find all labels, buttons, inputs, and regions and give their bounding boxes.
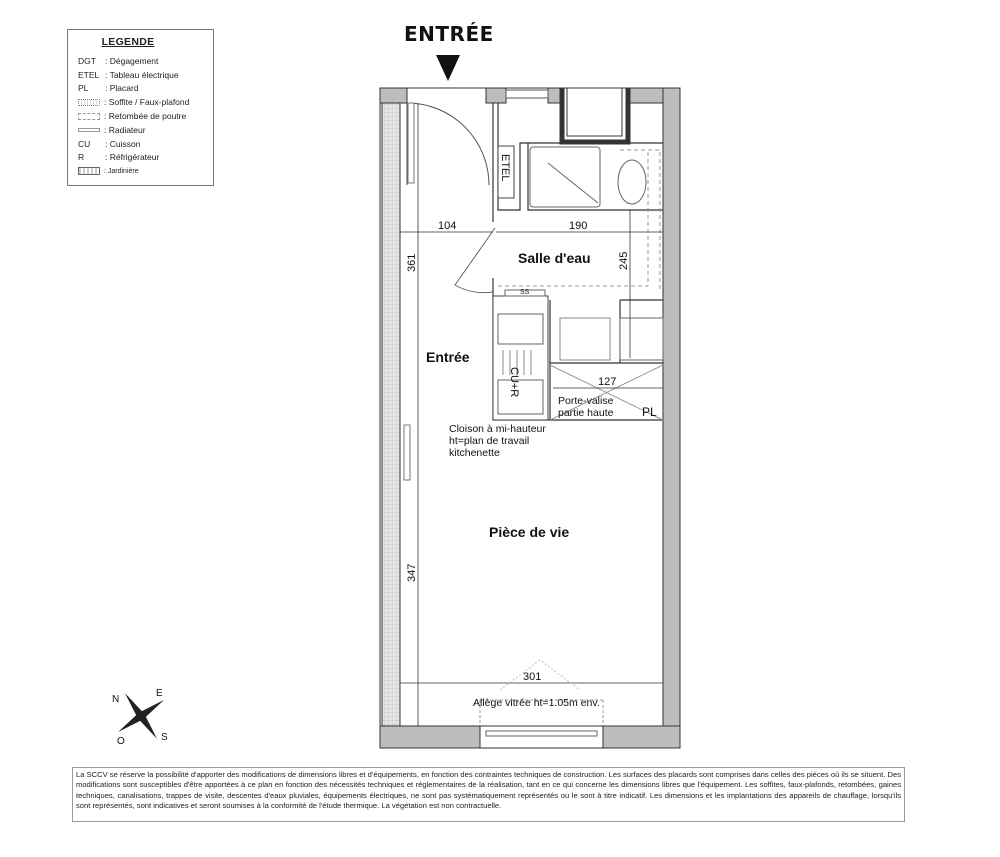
legend-code: ETEL xyxy=(78,69,100,80)
radiateur-symbol-icon xyxy=(78,127,100,132)
legend-code: R xyxy=(78,152,85,163)
legend-item: CU : Cuisson xyxy=(68,137,213,151)
legend-label: : Cuisson xyxy=(105,138,141,149)
legend-label: : Placard xyxy=(105,83,139,94)
jardiniere xyxy=(381,102,401,727)
legend-item: : Radiateur xyxy=(68,123,213,137)
legend-label: : Réfrigérateur xyxy=(105,152,160,163)
legend-item: : Retombée de poutre xyxy=(68,109,213,123)
allege-label: Allège vitrée ht=1.05m env. xyxy=(473,697,600,709)
dim-104: 104 xyxy=(438,220,456,232)
dim-301: 301 xyxy=(523,671,541,683)
sink xyxy=(559,317,611,361)
legend: LEGENDE DGT : Dégagement ETEL : Tableau él… xyxy=(67,29,214,186)
dim-245: 245 xyxy=(618,252,630,270)
legend-item: DGT : Dégagement xyxy=(68,54,213,68)
placard-label: PL xyxy=(642,405,657,419)
entrance-label: ENTRÉE xyxy=(404,22,494,46)
radiator xyxy=(403,424,411,481)
etel-label: ETEL xyxy=(499,154,511,182)
dim-127: 127 xyxy=(598,376,616,388)
legend-item: : Soffite / Faux-plafond xyxy=(68,95,213,109)
legend-label: : Radiateur xyxy=(104,124,146,135)
cloison-label: ht=plan de travail xyxy=(449,435,529,447)
toilet xyxy=(617,159,647,205)
legend-title: LEGENDE xyxy=(101,36,155,48)
legend-label: : Tableau électrique xyxy=(105,69,179,80)
legend-item: PL : Placard xyxy=(68,82,213,96)
entry-door xyxy=(406,102,490,186)
disclaimer: La SCCV se réserve la possibilité d'appo… xyxy=(72,767,905,822)
cu-r-label: CU+R xyxy=(508,367,520,397)
legend-code: PL xyxy=(78,83,89,94)
retombee-symbol-icon xyxy=(78,112,100,120)
dim-347: 347 xyxy=(406,564,418,582)
legend-code: CU xyxy=(78,138,91,149)
room-living: Pièce de vie xyxy=(489,524,569,540)
compass-s: S xyxy=(161,732,168,743)
legend-item: ETEL : Tableau électrique xyxy=(68,68,213,82)
window xyxy=(479,725,604,749)
legend-label: : Retombée de poutre xyxy=(104,111,187,122)
compass-n: N xyxy=(112,694,119,705)
dim-361: 361 xyxy=(406,254,418,272)
legend-label: : Jardinière xyxy=(104,167,139,175)
legend-item: R : Réfrigérateur xyxy=(68,151,213,165)
porte-valise-label: Porte-valise xyxy=(558,395,614,407)
soffite-symbol-icon xyxy=(78,98,100,106)
jardiniere-symbol-icon xyxy=(78,167,100,176)
legend-item: : Jardinière xyxy=(68,164,213,178)
compass-o: O xyxy=(117,736,125,747)
etel-panel xyxy=(497,145,515,199)
compass-e: E xyxy=(156,688,163,699)
porte-valise-label: partie haute xyxy=(558,407,614,419)
room-bathroom: Salle d'eau xyxy=(518,250,591,266)
cloison-label: kitchenette xyxy=(449,447,500,459)
dim-190: 190 xyxy=(569,220,587,232)
legend-label: : Soffite / Faux-plafond xyxy=(104,97,190,108)
room-entry: Entrée xyxy=(426,349,470,365)
dimension-lines xyxy=(400,103,663,726)
legend-code: DGT xyxy=(78,55,96,66)
compass-icon xyxy=(118,693,164,739)
ss-label: SS xyxy=(520,289,530,296)
cloison-label: Cloison à mi-hauteur xyxy=(449,423,546,435)
walls xyxy=(379,87,681,749)
entrance-arrow-icon xyxy=(436,55,460,81)
legend-label: : Dégagement xyxy=(105,55,159,66)
